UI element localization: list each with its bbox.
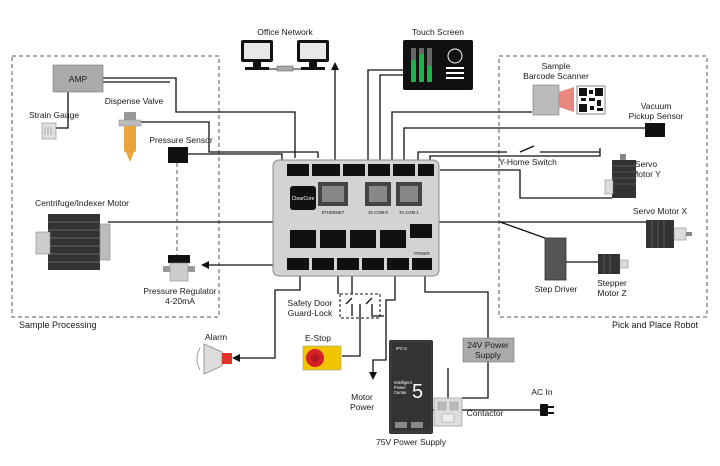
centrifuge-motor-icon <box>35 214 111 270</box>
stepper-motor-z-icon <box>598 254 629 274</box>
controller-brand: ClearCore <box>292 196 315 202</box>
port-com1-label: 3V COM-1 <box>399 210 419 215</box>
wires <box>56 62 646 411</box>
stepper-z-label-1: Stepper <box>597 278 627 288</box>
ps75-text-1: Intelligent <box>394 380 413 385</box>
ps75-brand: IPC-5 <box>396 346 407 351</box>
pressure-sensor-label: Pressure Sensor <box>149 135 212 145</box>
port-ethernet-label: ETHERNET <box>322 210 345 215</box>
pick-place-label: Pick and Place Robot <box>612 320 699 330</box>
ps75-text-2: Power <box>394 385 406 390</box>
ps75-number: 5 <box>412 381 423 403</box>
dispense-valve-label: Dispense Valve <box>105 96 164 106</box>
estop-label: E-Stop <box>305 333 331 343</box>
y-home-switch-label: Y-Home Switch <box>499 157 557 167</box>
estop-icon[interactable] <box>302 345 342 371</box>
pick-place-region <box>498 55 708 318</box>
office-network-icon <box>241 40 329 72</box>
vacuum-sensor-label-1: Vacuum <box>641 101 672 111</box>
barcode-scanner-label-2: Barcode Scanner <box>523 71 589 81</box>
centrifuge-motor-label: Centrifuge/Indexer Motor <box>35 198 129 208</box>
vacuum-sensor-label-2: Pickup Sensor <box>629 111 684 121</box>
qr-code-icon <box>576 85 606 115</box>
pressure-regulator-label-1: Pressure Regulator <box>143 286 216 296</box>
strain-gauge-icon <box>41 122 57 140</box>
alarm-label: Alarm <box>205 332 227 342</box>
safety-door-switch-icon <box>339 293 384 319</box>
barcode-scanner-label-1: Sample <box>542 61 571 71</box>
step-driver-label: Step Driver <box>535 284 578 294</box>
strain-gauge-label: Strain Gauge <box>29 110 79 120</box>
dispense-valve-icon <box>118 112 142 162</box>
motor-power-label-1: Motor <box>351 392 373 402</box>
pressure-regulator-label-2: 4-20mA <box>165 296 195 306</box>
safety-door-label-2: Guard-Lock <box>288 308 333 318</box>
servo-y-label-1: Servo <box>635 159 657 169</box>
ac-in-label: AC In <box>531 387 553 397</box>
clearcore-controller: ClearCore ETHERNET 3V COM-0 3V COM-1 POW… <box>272 159 440 277</box>
servo-x-label: Servo Motor X <box>633 206 688 216</box>
touch-screen-icon <box>403 40 473 90</box>
port-com0-label: 3V COM-0 <box>368 210 388 215</box>
contactor-label: Contactor <box>467 408 504 418</box>
ac-plug-icon <box>540 404 554 416</box>
contactor-icon <box>433 397 463 427</box>
barcode-scanner-icon <box>532 84 574 116</box>
step-driver-icon <box>544 237 567 281</box>
motor-power-label-2: Power <box>350 402 374 412</box>
sample-processing-label: Sample Processing <box>19 320 97 330</box>
ps24-label-2: Supply <box>475 350 502 360</box>
pressure-sensor-icon <box>168 147 188 163</box>
ps24-label-1: 24V Power <box>467 340 509 350</box>
office-network-label: Office Network <box>257 27 313 37</box>
alarm-icon <box>196 343 232 375</box>
power-supply-24v-box <box>462 337 515 363</box>
servo-motor-y-icon <box>604 154 636 198</box>
pressure-regulator-icon <box>163 255 195 282</box>
amp-label: AMP <box>69 74 88 84</box>
power-supply-75v-icon: IPC-5 Intelligent Power Center 5 <box>389 340 433 434</box>
vacuum-sensor-icon <box>645 123 665 137</box>
ps75-text-3: Center <box>394 390 407 395</box>
ps75-label: 75V Power Supply <box>376 437 447 447</box>
touch-screen-label: Touch Screen <box>412 27 464 37</box>
servo-motor-x-icon <box>646 220 692 248</box>
amp-box <box>52 64 104 93</box>
safety-door-label-1: Safety Door <box>288 298 333 308</box>
power-port-label: POWER <box>414 251 430 256</box>
servo-y-label-2: Motor Y <box>631 169 661 179</box>
stepper-z-label-2: Motor Z <box>597 288 626 298</box>
sample-processing-region <box>11 55 220 318</box>
